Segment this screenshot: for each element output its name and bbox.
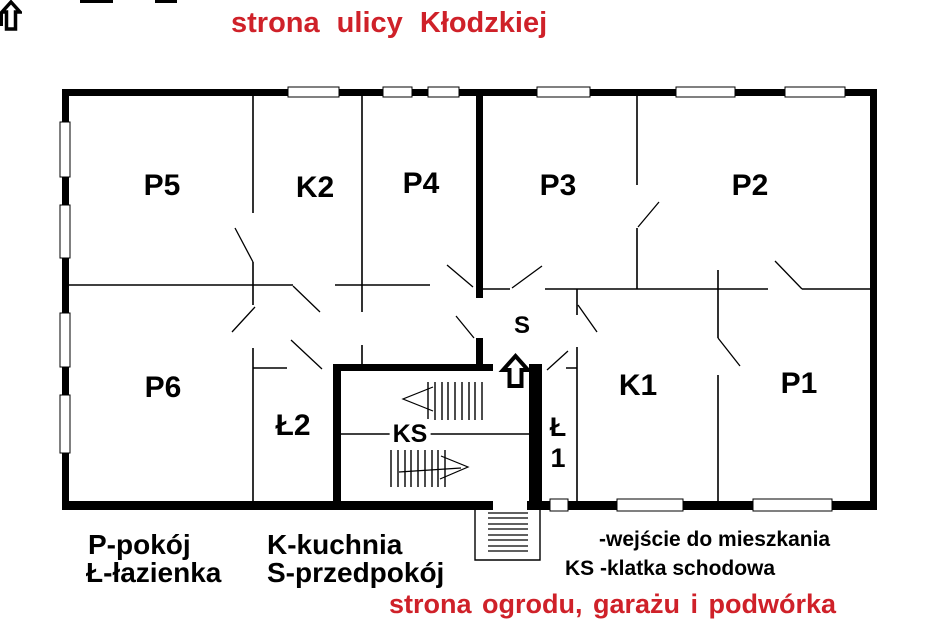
room-label-s: S <box>513 312 531 339</box>
legend-p-pokoj: P-pokój <box>88 529 191 560</box>
entrance-door-gap <box>493 500 527 511</box>
staircase <box>390 382 483 487</box>
interior-walls <box>69 96 870 501</box>
stairwell-wall-right <box>529 364 542 501</box>
stairs-upper-flight <box>427 382 483 420</box>
entrance-steps <box>474 507 541 561</box>
stairs-up-arrow-icon <box>401 386 434 412</box>
room-label-l2: Ł2 <box>275 409 311 442</box>
outer-walls <box>62 89 877 510</box>
wall-top <box>64 89 877 96</box>
window-symbol <box>59 204 71 259</box>
room-label-k2: K2 <box>295 171 335 204</box>
room-label-p3: P3 <box>539 169 577 202</box>
room-label-p4: P4 <box>402 167 440 200</box>
wall-right <box>870 89 877 510</box>
legend-ks-text: KS -klatka schodowa <box>565 557 776 580</box>
garden-side-title: strona ogrodu, garażu i podwórka <box>389 589 837 619</box>
stairwell-wall-top <box>333 364 493 371</box>
window-symbol <box>287 86 340 98</box>
street-side-title: strona ulicy Kłodzkiej <box>231 7 548 39</box>
legend-entrance-text: -wejście do mieszkania <box>599 528 831 551</box>
legend-entrance-arrow-icon <box>0 0 22 31</box>
window-symbol <box>59 312 71 368</box>
room-label-p5: P5 <box>143 169 181 202</box>
window-symbol <box>549 498 569 512</box>
window-symbol <box>536 86 591 98</box>
door-swings <box>231 201 803 371</box>
room-label-k1: K1 <box>618 369 658 402</box>
entrance-arrow-icon <box>498 352 533 388</box>
window-symbol <box>784 86 846 98</box>
window-symbol <box>382 86 413 98</box>
stairs-lower-flight <box>390 450 446 487</box>
window-symbols <box>59 86 846 512</box>
window-symbol <box>752 498 833 512</box>
legend-k-kuchnia: K-kuchnia <box>267 529 403 560</box>
wall-bottom <box>64 501 877 510</box>
room-label-p6: P6 <box>144 371 182 404</box>
legend-s-przedpokoj: S-przedpokój <box>267 557 445 588</box>
room-label-l1: Ł 1 <box>550 412 567 474</box>
stairs-down-arrow-icon <box>398 455 470 480</box>
room-label-l1-number: 1 <box>550 443 566 473</box>
wall-left <box>62 89 69 510</box>
room-label-p1: P1 <box>780 367 818 400</box>
room-label-p2: P2 <box>731 169 769 202</box>
wall-center-lower <box>476 338 483 371</box>
room-label-ks: KS <box>389 419 431 449</box>
wall-center-upper <box>476 89 483 298</box>
window-symbol <box>59 121 71 178</box>
room-label-l1-letter: Ł <box>549 412 567 442</box>
crop-artifacts <box>0 0 177 26</box>
legend-l-lazienka: Ł-łazienka <box>86 557 222 588</box>
window-symbol <box>59 394 71 454</box>
window-symbol <box>616 498 684 512</box>
window-symbol <box>675 86 736 98</box>
stairwell-wall-left <box>333 364 341 501</box>
window-symbol <box>427 86 460 98</box>
